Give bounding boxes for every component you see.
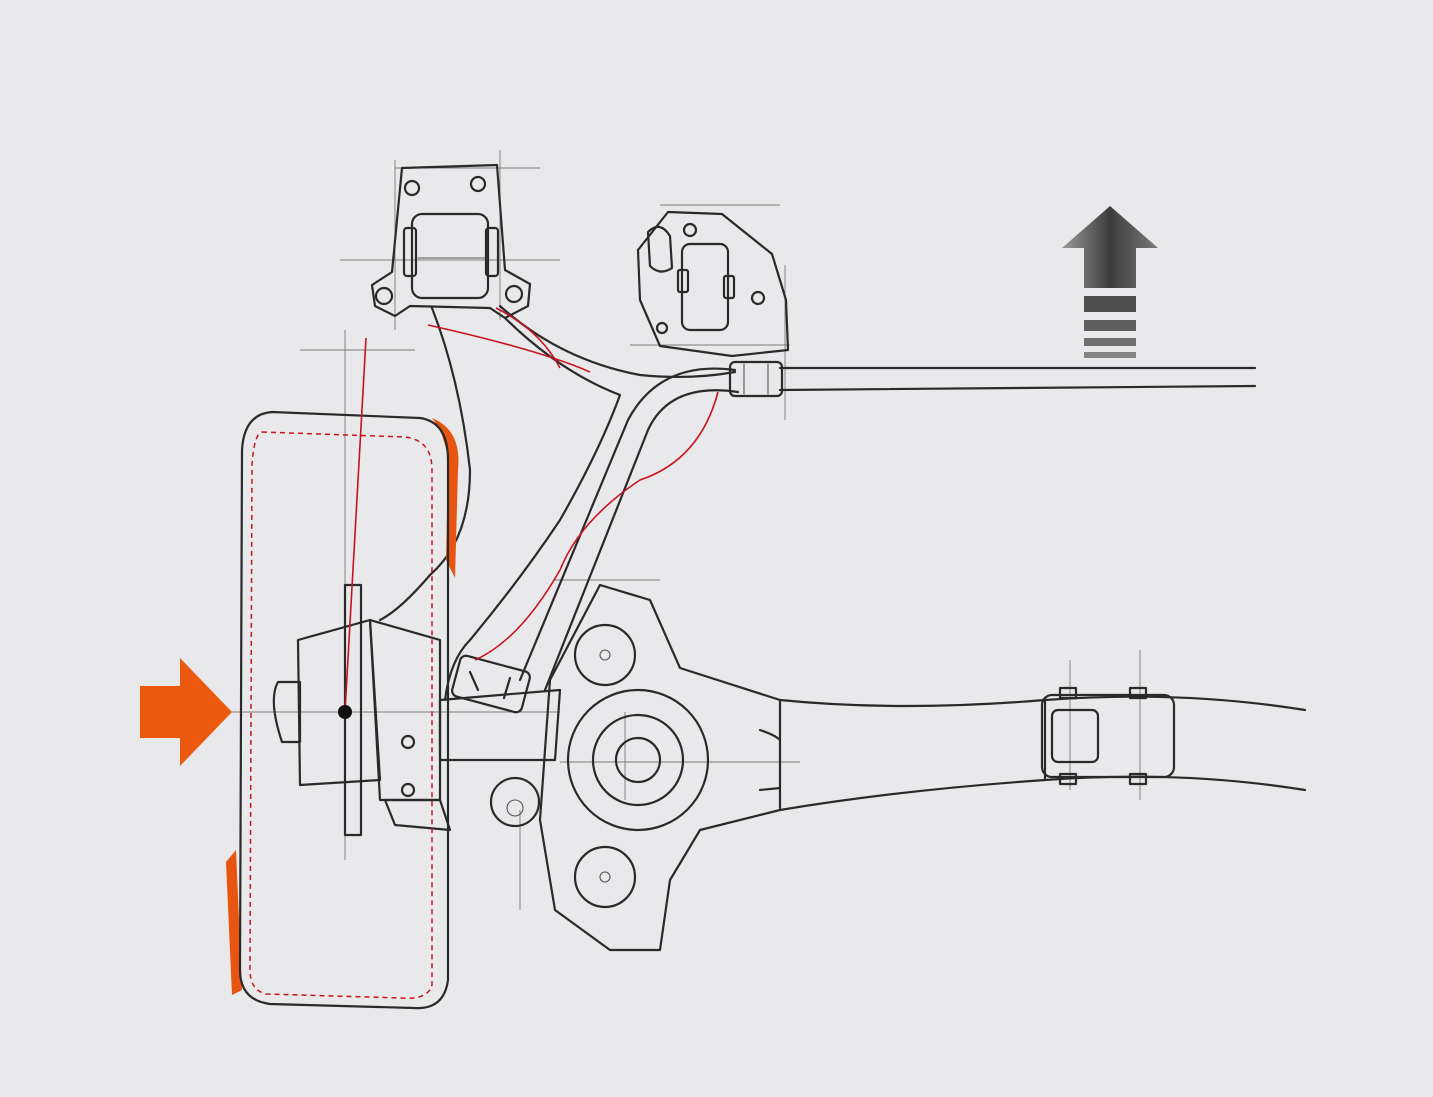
tire-deflection-bottom bbox=[226, 850, 242, 995]
red-reference-lines bbox=[344, 307, 719, 713]
upper-arm bbox=[378, 304, 737, 702]
rear-mount-bracket bbox=[636, 210, 790, 358]
wheel bbox=[226, 410, 459, 1010]
upper-mount-bracket bbox=[370, 163, 532, 320]
trailing-arm-bushing bbox=[1040, 686, 1176, 786]
trailing-arm bbox=[489, 583, 1307, 952]
crossmember-rod bbox=[728, 360, 1257, 398]
wheel-hub-knuckle bbox=[272, 583, 562, 837]
tire-deflection-top bbox=[432, 418, 459, 578]
lateral-link bbox=[451, 367, 740, 714]
wheel-center-point bbox=[338, 705, 352, 719]
arrow-right-icon bbox=[140, 658, 232, 766]
construction-lines bbox=[230, 150, 1141, 910]
arrow-up-icon bbox=[1062, 206, 1158, 358]
